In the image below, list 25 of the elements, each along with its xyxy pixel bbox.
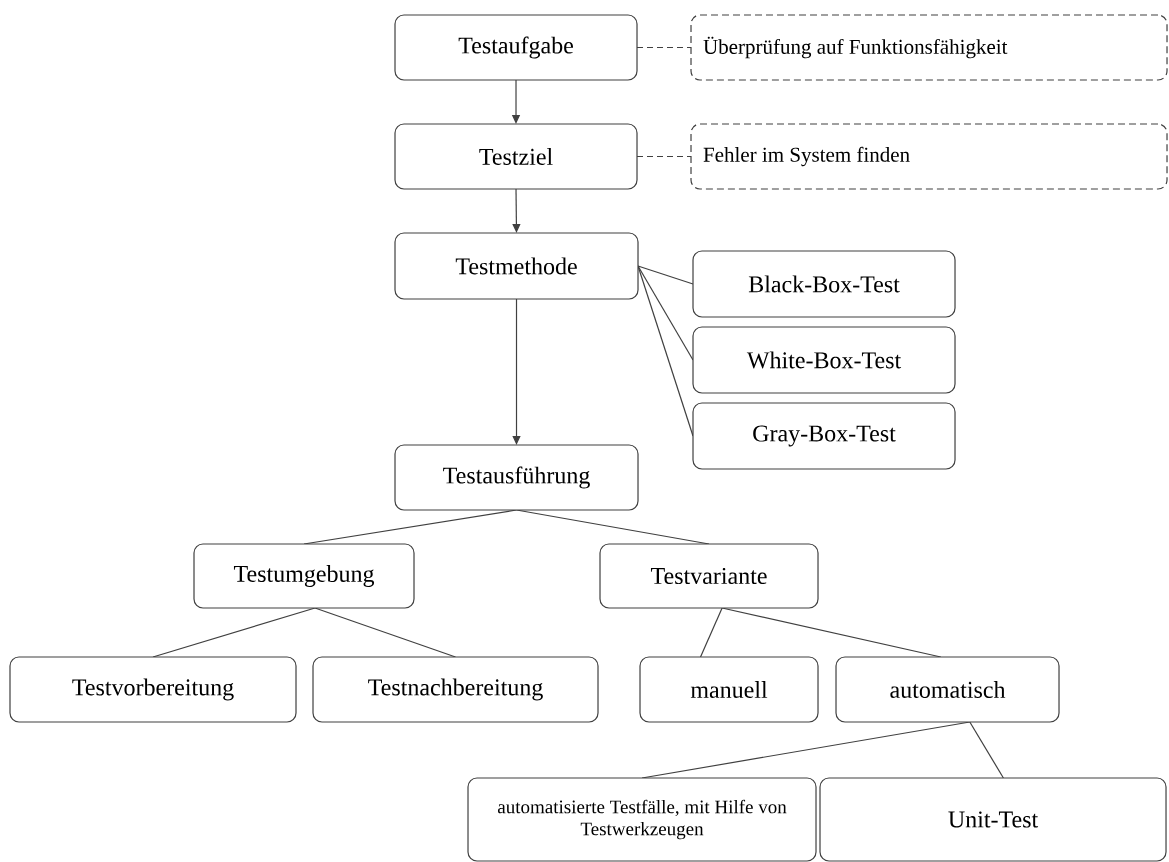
process-box: Testaufgabe bbox=[394, 14, 638, 81]
process-box: manuell bbox=[639, 656, 819, 723]
process-box: Testmethode bbox=[394, 232, 639, 300]
connector-line bbox=[699, 607, 723, 658]
arrow bbox=[512, 188, 521, 233]
process-box: Unit-Test bbox=[819, 777, 1167, 862]
process-box: Black-Box-Test bbox=[692, 250, 956, 318]
process-box: automatisch bbox=[835, 656, 1060, 723]
process-box: White-Box-Test bbox=[692, 326, 956, 394]
arrow bbox=[512, 298, 521, 445]
process-box: Testausführung bbox=[394, 444, 639, 511]
connector-line bbox=[637, 265, 694, 361]
process-box: Testumgebung bbox=[193, 543, 415, 609]
process-box: Gray-Box-Test bbox=[692, 402, 956, 470]
connector-line bbox=[636, 155, 692, 158]
process-box: Testvorbereitung bbox=[9, 656, 297, 723]
connector-line bbox=[637, 265, 694, 285]
connector-line bbox=[969, 721, 1004, 779]
note-box: Überprüfung auf Funktionsfähigkeit bbox=[690, 14, 1168, 81]
process-box: Testvariante bbox=[599, 543, 819, 609]
connector-line bbox=[636, 46, 692, 49]
note-box: Fehler im System finden bbox=[690, 123, 1168, 190]
process-box: automatisierte Testfälle, mit Hilfe von Testwerkzeugen bbox=[467, 777, 817, 862]
process-box: Testziel bbox=[394, 123, 638, 190]
process-box: Testnachbereitung bbox=[312, 656, 599, 723]
